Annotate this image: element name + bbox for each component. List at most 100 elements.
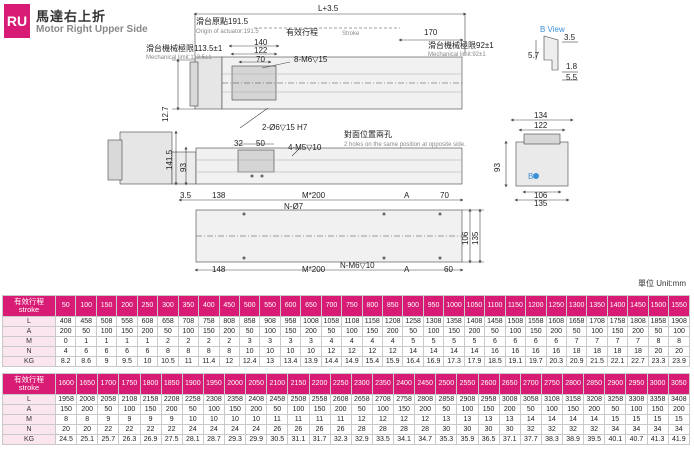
table-cell: 3 bbox=[279, 336, 302, 347]
table-cell: 10 bbox=[245, 414, 268, 425]
table-cell: 1458 bbox=[484, 316, 506, 327]
stroke-value: 2900 bbox=[604, 373, 627, 395]
stroke-value: 1800 bbox=[139, 373, 162, 395]
table-cell: 13 bbox=[435, 414, 458, 425]
table-cell: 10 bbox=[202, 414, 226, 425]
table-cell: 1 bbox=[95, 336, 118, 347]
table-cell: 22.1 bbox=[606, 356, 629, 367]
table-cell: 200 bbox=[545, 326, 567, 337]
table-cell: 3 bbox=[259, 336, 281, 347]
table-cell: 35.9 bbox=[456, 434, 479, 445]
stroke-header-en: stroke bbox=[18, 383, 40, 392]
table-cell: 50 bbox=[565, 326, 588, 337]
table-cell: 508 bbox=[95, 316, 118, 327]
stroke-value: 2400 bbox=[392, 373, 416, 395]
table-cell: 8 bbox=[198, 346, 220, 357]
table-cell: 1358 bbox=[443, 316, 465, 327]
dim-138: 138 bbox=[212, 191, 226, 200]
table-cell: 8 bbox=[218, 346, 240, 357]
table-cell: 2558 bbox=[308, 394, 331, 405]
table-cell: 4 bbox=[381, 336, 404, 347]
end-dim-106: 106 bbox=[534, 191, 548, 200]
table-cell: 12 bbox=[341, 346, 363, 357]
table-cell: 50 bbox=[266, 404, 289, 415]
table-cell: 3008 bbox=[498, 394, 521, 405]
page-subtitle: Motor Right Upper Side bbox=[36, 24, 148, 35]
table-cell: 14 bbox=[463, 346, 486, 357]
table-cell: 3058 bbox=[519, 394, 542, 405]
table-cell: 28 bbox=[371, 424, 395, 435]
table-cell: 6 bbox=[136, 346, 159, 357]
table-cell: 14 bbox=[443, 346, 465, 357]
table-cell: 20 bbox=[76, 424, 99, 435]
table-cell: 2658 bbox=[350, 394, 373, 405]
dim-3-5: 3.5 bbox=[180, 191, 192, 200]
table-cell: 20 bbox=[668, 346, 690, 357]
table-cell: 38.3 bbox=[540, 434, 564, 445]
table-cell: 22 bbox=[118, 424, 141, 435]
stroke-value: 1400 bbox=[606, 295, 629, 317]
stroke-value: 3000 bbox=[646, 373, 669, 395]
table-cell: 200 bbox=[218, 326, 240, 337]
table-cell: 200 bbox=[160, 404, 183, 415]
table-cell: 25.1 bbox=[76, 434, 99, 445]
table-cell: 7 bbox=[627, 336, 649, 347]
table-cell: 200 bbox=[498, 404, 521, 415]
table-cell: 37.7 bbox=[519, 434, 542, 445]
table-cell: 6 bbox=[95, 346, 118, 357]
b-dim-55: 5.5 bbox=[566, 73, 578, 82]
table-cell: 30 bbox=[435, 424, 458, 435]
table-cell: 28 bbox=[392, 424, 416, 435]
table-cell: 28.7 bbox=[202, 434, 226, 445]
table-cell: 12 bbox=[350, 414, 373, 425]
table-cell: 28 bbox=[350, 424, 373, 435]
pin-holes-label: 2-Ø6▽15 H7 bbox=[262, 123, 308, 132]
table-cell: 26.9 bbox=[139, 434, 162, 445]
stroke-value: 1100 bbox=[484, 295, 506, 317]
table-cell: 2508 bbox=[287, 394, 310, 405]
table-cell: 13.4 bbox=[279, 356, 302, 367]
table-cell: 24 bbox=[181, 424, 204, 435]
table-cell: 11 bbox=[287, 414, 310, 425]
table-cell: 26 bbox=[266, 424, 289, 435]
table-cell: 17.9 bbox=[463, 356, 486, 367]
table-cell: 150 bbox=[54, 404, 78, 415]
dim-50: 50 bbox=[256, 139, 265, 148]
b-view-bracket bbox=[543, 35, 559, 71]
table-cell: 32 bbox=[561, 424, 585, 435]
table-cell: 1708 bbox=[586, 316, 608, 327]
table-cell: 6 bbox=[75, 346, 97, 357]
table-cell: 2908 bbox=[456, 394, 479, 405]
table-cell: 8 bbox=[157, 346, 179, 357]
dim-12-7: 12.7 bbox=[161, 106, 170, 122]
table-cell: 200 bbox=[329, 404, 352, 415]
stroke-value: 1000 bbox=[443, 295, 465, 317]
table-cell: 16 bbox=[504, 346, 527, 357]
dim-a-bottom: A bbox=[404, 265, 410, 274]
table-cell: 14.4 bbox=[320, 356, 343, 367]
table-cell: 30.5 bbox=[266, 434, 289, 445]
dim-141-5: 141.5 bbox=[165, 149, 174, 170]
table-cell: 1058 bbox=[320, 316, 343, 327]
table-cell: 2158 bbox=[139, 394, 162, 405]
table-cell: 34 bbox=[625, 424, 648, 435]
stroke-header-cn: 有效行程 bbox=[14, 375, 44, 384]
table-cell: 32.3 bbox=[329, 434, 352, 445]
table-cell: 22.7 bbox=[627, 356, 649, 367]
table-cell: 16.4 bbox=[402, 356, 424, 367]
table-cell: 34.1 bbox=[392, 434, 416, 445]
table-cell: 100 bbox=[668, 326, 690, 337]
table-cell: 1808 bbox=[627, 316, 649, 327]
table-cell: 50 bbox=[350, 404, 373, 415]
table-cell: 200 bbox=[667, 404, 691, 415]
table-cell: 2108 bbox=[118, 394, 141, 405]
table-cell: 458 bbox=[75, 316, 97, 327]
table-cell: 20 bbox=[54, 424, 78, 435]
table-cell: 12 bbox=[371, 414, 395, 425]
table-cell: 12 bbox=[381, 346, 404, 357]
stroke-header-cn: 有效行程 bbox=[14, 297, 44, 306]
table-cell: 200 bbox=[381, 326, 404, 337]
